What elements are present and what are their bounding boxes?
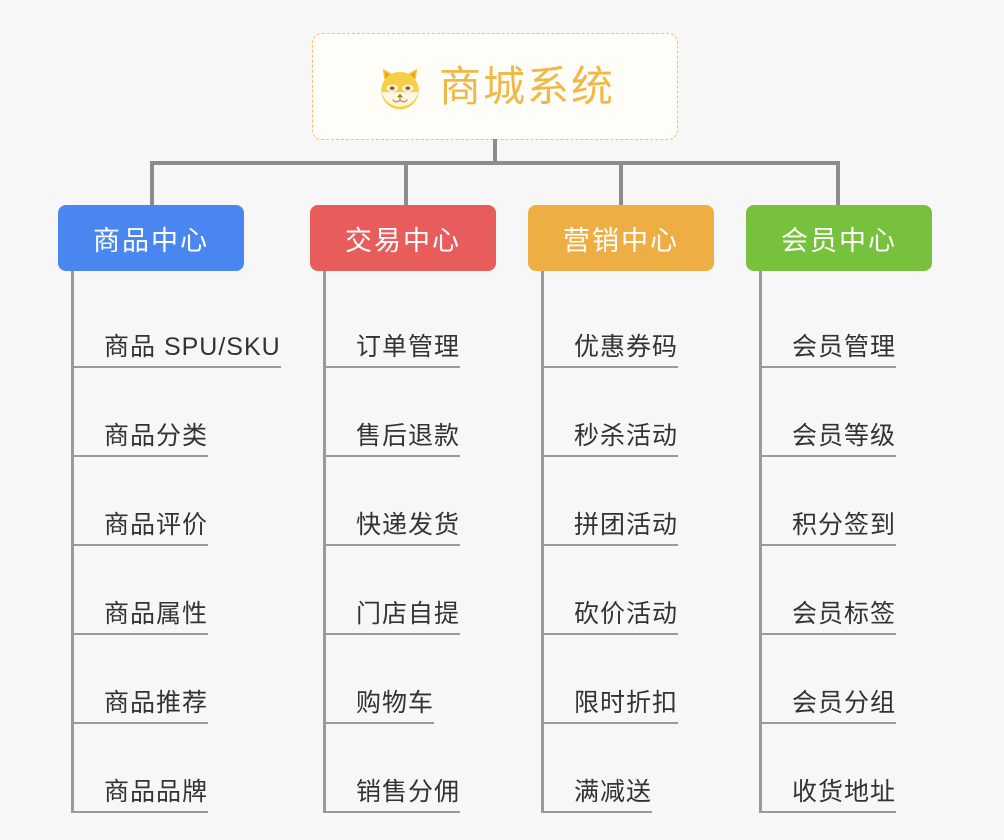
branch-column-product-center: 商品中心 商品 SPU/SKU 商品分类 商品评价 商品属性 商品推荐 商品品牌 (58, 205, 288, 813)
leaf-item[interactable]: 商品分类 (74, 368, 209, 457)
leaf-list-trade-center: 订单管理 售后退款 快递发货 门店自提 购物车 销售分佣 (323, 271, 530, 813)
category-title: 营销中心 (563, 225, 679, 256)
leaf-label: 销售分佣 (356, 778, 461, 806)
leaf-item[interactable]: 砍价活动 (544, 546, 679, 635)
leaf-item[interactable]: 拼团活动 (544, 457, 679, 546)
leaf-label: 优惠券码 (574, 333, 679, 361)
root-node[interactable]: 商城系统 (312, 33, 678, 140)
shiba-dog-face-icon (375, 64, 425, 114)
leaf-label: 售后退款 (356, 422, 461, 450)
category-header-trade-center[interactable]: 交易中心 (310, 205, 496, 271)
leaf-label: 商品属性 (104, 600, 209, 628)
branch-column-marketing-center: 营销中心 优惠券码 秒杀活动 拼团活动 砍价活动 限时折扣 满减送 (528, 205, 748, 813)
leaf-item[interactable]: 快递发货 (326, 457, 461, 546)
leaf-item[interactable]: 收货地址 (762, 724, 897, 813)
leaf-label: 会员分组 (792, 689, 897, 717)
leaf-item[interactable]: 会员分组 (762, 635, 897, 724)
leaf-label: 会员管理 (792, 333, 897, 361)
leaf-label: 商品分类 (104, 422, 209, 450)
leaf-label: 拼团活动 (574, 511, 679, 539)
connector-drop-1 (150, 161, 154, 208)
leaf-item[interactable]: 商品 SPU/SKU (74, 279, 281, 368)
connector-drop-4 (836, 161, 840, 208)
category-header-member-center[interactable]: 会员中心 (746, 205, 932, 271)
leaf-label: 购物车 (356, 689, 435, 717)
connector-horizontal-bar (150, 161, 840, 165)
leaf-label: 会员等级 (792, 422, 897, 450)
leaf-item[interactable]: 优惠券码 (544, 279, 679, 368)
root-title: 商城系统 (438, 62, 615, 110)
leaf-label: 会员标签 (792, 600, 897, 628)
leaf-label: 秒杀活动 (574, 422, 679, 450)
leaf-item[interactable]: 购物车 (326, 635, 435, 724)
category-title: 交易中心 (345, 225, 461, 256)
leaf-item[interactable]: 积分签到 (762, 457, 897, 546)
leaf-label: 订单管理 (356, 333, 461, 361)
leaf-item[interactable]: 订单管理 (326, 279, 461, 368)
leaf-item[interactable]: 售后退款 (326, 368, 461, 457)
category-header-product-center[interactable]: 商品中心 (58, 205, 244, 271)
branch-column-member-center: 会员中心 会员管理 会员等级 积分签到 会员标签 会员分组 收货地址 (746, 205, 966, 813)
leaf-item[interactable]: 会员管理 (762, 279, 897, 368)
leaf-item[interactable]: 商品属性 (74, 546, 209, 635)
category-title: 商品中心 (93, 225, 209, 256)
category-header-marketing-center[interactable]: 营销中心 (528, 205, 714, 271)
leaf-item[interactable]: 会员标签 (762, 546, 897, 635)
category-title: 会员中心 (781, 225, 897, 256)
leaf-list-marketing-center: 优惠券码 秒杀活动 拼团活动 砍价活动 限时折扣 满减送 (541, 271, 748, 813)
leaf-label: 快递发货 (356, 511, 461, 539)
leaf-label: 限时折扣 (574, 689, 679, 717)
leaf-item[interactable]: 秒杀活动 (544, 368, 679, 457)
leaf-item[interactable]: 会员等级 (762, 368, 897, 457)
leaf-label: 商品品牌 (104, 778, 209, 806)
leaf-label: 积分签到 (792, 511, 897, 539)
leaf-label: 门店自提 (356, 600, 461, 628)
leaf-label: 收货地址 (792, 778, 897, 806)
leaf-item[interactable]: 销售分佣 (326, 724, 461, 813)
leaf-list-product-center: 商品 SPU/SKU 商品分类 商品评价 商品属性 商品推荐 商品品牌 (71, 271, 288, 813)
leaf-item[interactable]: 门店自提 (326, 546, 461, 635)
leaf-label: 砍价活动 (574, 600, 679, 628)
leaf-item[interactable]: 限时折扣 (544, 635, 679, 724)
connector-root-stem (493, 139, 497, 164)
branch-column-trade-center: 交易中心 订单管理 售后退款 快递发货 门店自提 购物车 销售分佣 (310, 205, 530, 813)
leaf-label: 满减送 (574, 778, 653, 806)
leaf-label: 商品评价 (104, 511, 209, 539)
leaf-label: 商品 SPU/SKU (104, 333, 281, 361)
leaf-item[interactable]: 商品推荐 (74, 635, 209, 724)
leaf-item[interactable]: 商品品牌 (74, 724, 209, 813)
leaf-list-member-center: 会员管理 会员等级 积分签到 会员标签 会员分组 收货地址 (759, 271, 966, 813)
connector-drop-2 (404, 161, 408, 208)
leaf-label: 商品推荐 (104, 689, 209, 717)
leaf-item[interactable]: 商品评价 (74, 457, 209, 546)
leaf-item[interactable]: 满减送 (544, 724, 653, 813)
connector-drop-3 (619, 161, 623, 208)
